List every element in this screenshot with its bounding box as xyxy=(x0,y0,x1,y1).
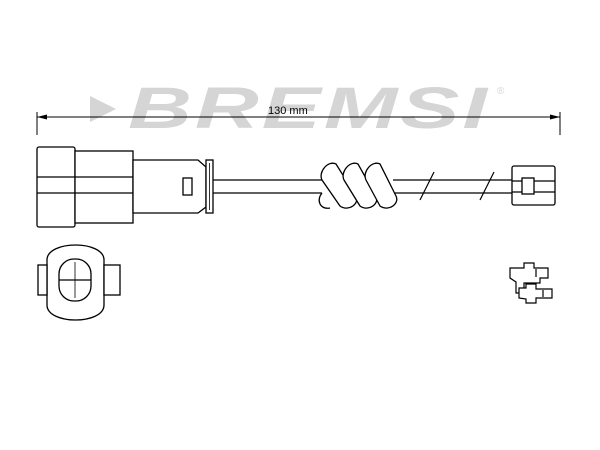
sensor-cable xyxy=(213,171,512,201)
dimension-arrow-right-icon xyxy=(550,114,560,120)
logo-arrow-icon xyxy=(90,96,116,122)
dimension-label: 130 mm xyxy=(268,105,308,117)
logo-text: BREMSI xyxy=(128,76,490,141)
sensor-tip xyxy=(511,165,556,206)
brand-logo: BREMSI ® xyxy=(90,76,505,141)
plug-connector xyxy=(36,146,214,228)
dimension-line xyxy=(36,112,561,135)
sensor-tip-front-view xyxy=(509,262,553,304)
dimension-arrow-left-icon xyxy=(37,114,47,120)
plug-front-view xyxy=(37,244,121,321)
cable-spiral xyxy=(318,162,398,209)
logo-registered-mark: ® xyxy=(497,86,505,97)
